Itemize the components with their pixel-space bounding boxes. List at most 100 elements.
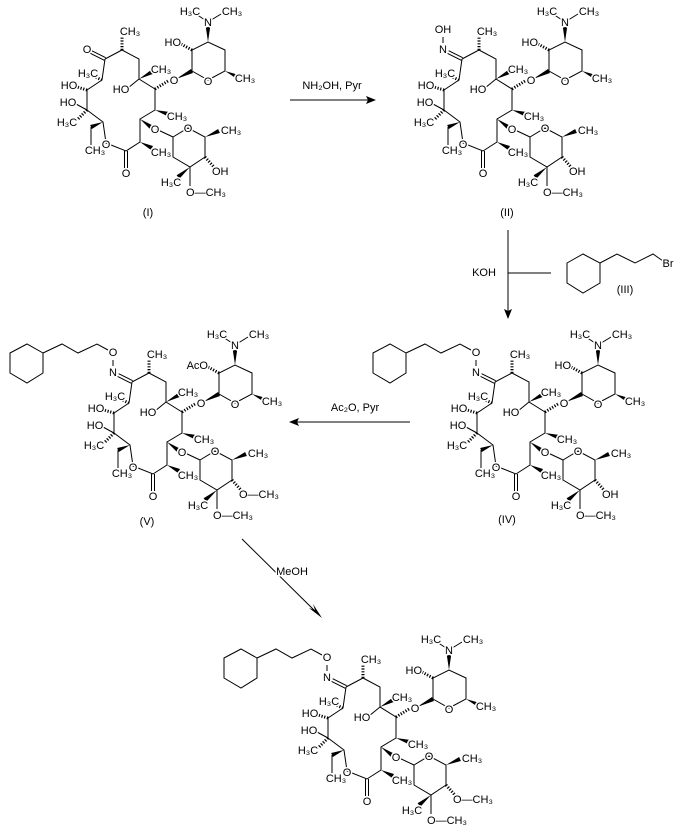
wedge-bond — [447, 122, 460, 130]
ch3-label: CH₃ — [151, 147, 171, 159]
ch3-label: CH₃ — [625, 396, 645, 408]
oxime-oxygen-label: O — [109, 347, 118, 359]
ch3-label: CH₃ — [541, 470, 561, 482]
ch3-label: CH₃ — [221, 125, 241, 137]
hydroxyl-label: HO — [555, 360, 572, 372]
oxygen-label: O — [129, 462, 138, 474]
hydroxyl-label: HO — [417, 97, 434, 109]
wedge-bond — [167, 465, 180, 473]
wedge-bond — [139, 70, 154, 79]
wedge-bond — [512, 110, 526, 117]
oxime-oxygen-label: O — [323, 652, 332, 664]
wedge-bond — [166, 393, 181, 402]
methoxy-label: O—CH₃ — [576, 510, 616, 522]
hashed-bond — [593, 478, 606, 492]
wedge-bond — [417, 795, 431, 807]
wedge-bond — [530, 465, 543, 473]
oxygen-label: O — [425, 751, 434, 763]
h3c-label: H₃C — [421, 634, 441, 646]
bond — [182, 451, 201, 461]
h3c-label: H₃C — [78, 68, 98, 80]
cyclohexane-ring — [223, 648, 258, 689]
compound-label: (IV) — [498, 514, 516, 526]
ch3-label: CH₃ — [147, 349, 167, 361]
ch3-label: CH₃ — [151, 64, 171, 76]
ch3-label: CH₃ — [249, 329, 269, 341]
h3c-label: H₃C — [57, 117, 77, 129]
nitrogen-label: N — [594, 340, 602, 352]
reagent-step2: KOH — [472, 267, 496, 279]
h3c-label: H₃C — [414, 117, 434, 129]
wedge-bond — [545, 433, 559, 440]
hashed-bond — [421, 670, 434, 680]
hydroxyl-label: HO — [503, 407, 520, 419]
bond — [552, 13, 566, 23]
bond — [117, 375, 132, 384]
hydroxyl-label: HO — [301, 725, 318, 737]
methoxy-label: O—CH₃ — [427, 815, 467, 827]
bond — [127, 78, 140, 89]
wedge-bond — [562, 27, 568, 42]
bond — [234, 336, 249, 346]
macrolactone-ring — [327, 677, 397, 780]
wedge-bond — [203, 490, 217, 502]
wedge-bond — [615, 394, 629, 402]
bond — [75, 103, 88, 111]
oxygen-label: O — [445, 704, 454, 716]
wedge-bond — [380, 698, 395, 707]
cladinose-4-substituent: O—CH₃ — [453, 794, 493, 806]
wedge-bond — [533, 69, 550, 79]
hashed-bond — [180, 42, 193, 52]
hydroxyl-label: HO — [60, 97, 77, 109]
ch3-label: CH₃ — [475, 468, 495, 480]
ch3-label: CH₃ — [524, 111, 544, 123]
oxygen-label: O — [459, 139, 468, 151]
oxygen-label: O — [122, 168, 131, 180]
oxygen-label: O — [560, 398, 569, 410]
hydroxyl-label: HO — [418, 80, 435, 92]
oxime-nitrogen-label: N — [439, 44, 447, 56]
bond — [154, 401, 167, 412]
wedge-bond — [562, 128, 577, 137]
hashed-bond — [207, 365, 220, 375]
oxygen-label: O — [197, 398, 206, 410]
h3c-label: H₃C — [468, 391, 488, 403]
desosamine-ring — [432, 669, 467, 709]
cladinose-4-substituent: OH — [569, 166, 586, 178]
ch3-label: CH₃ — [557, 434, 577, 446]
hashed-bond — [103, 431, 116, 444]
wedge-bond — [232, 451, 247, 460]
propyl-chain — [42, 343, 109, 354]
wedge-bond — [496, 70, 511, 79]
h3c-label: H₃C — [402, 805, 422, 817]
compound-label: (I) — [143, 207, 153, 219]
macrolactone-ring — [86, 49, 156, 152]
hydroxyl-label: HO — [522, 37, 539, 49]
ch3-label: CH₃ — [612, 329, 632, 341]
hashed-bond — [203, 155, 216, 169]
ch3-label: CH₃ — [611, 448, 631, 460]
bond — [90, 52, 105, 61]
wedge-bond — [232, 350, 238, 365]
reagent-step1: NH₂OH, Pyr — [302, 80, 362, 92]
ch3-label: CH₃ — [222, 6, 242, 18]
ch3-label: CH₃ — [178, 470, 198, 482]
wedge-bond — [176, 69, 193, 79]
wedge-bond — [446, 756, 461, 765]
h3c-label: H₃C — [84, 440, 104, 452]
wedge-bond — [225, 71, 239, 79]
wedge-bond — [582, 71, 596, 79]
reagent-step4: MeOH — [276, 566, 308, 578]
oxygen-label: O — [574, 446, 583, 458]
cladinose-4-substituent: OH — [602, 489, 619, 501]
wedge-bond — [381, 747, 394, 757]
bond — [316, 731, 329, 739]
ch3-label: CH₃ — [442, 145, 462, 157]
ch3-label: CH₃ — [167, 111, 187, 123]
wedge-bond — [466, 699, 480, 707]
hydroxyl-label: HO — [87, 420, 104, 432]
bond — [545, 451, 564, 461]
wedge-bond — [417, 697, 434, 707]
desosamine-ring — [581, 364, 616, 404]
